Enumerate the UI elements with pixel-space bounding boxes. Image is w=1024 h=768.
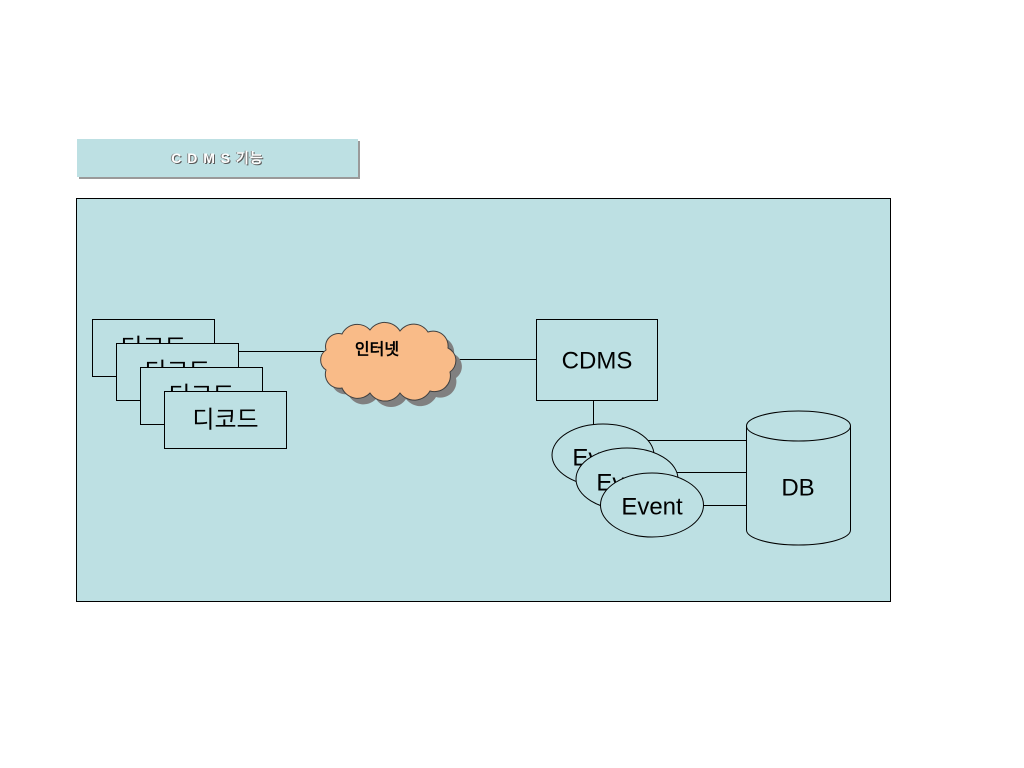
event-ellipse: Event (600, 472, 704, 538)
internet-label: 인터넷 (355, 341, 399, 359)
event-stack: Event Event Event (551, 423, 704, 538)
database-cylinder: DB (746, 410, 851, 546)
cloud-shape (320, 321, 457, 402)
cdms-box: CDMS (536, 319, 658, 401)
decoder-stack: 디코드 디코드 디코드 디코드 (92, 319, 287, 449)
event-label: Event (621, 494, 683, 521)
database-top (746, 410, 851, 442)
decoder-box: 디코드 (164, 391, 287, 449)
decoder-box-frame (164, 391, 287, 449)
slide-title-box: C D M S 기능 (77, 139, 358, 177)
decoder-label: 디코드 (192, 407, 258, 434)
slide-title: C D M S 기능 (171, 150, 264, 166)
event-ellipse-shape (600, 472, 704, 538)
internet-cloud: 인터넷 (320, 321, 462, 408)
database-label: DB (781, 475, 814, 502)
cdms-label: CDMS (562, 348, 633, 375)
cdms-box-frame (536, 319, 658, 401)
database-body (746, 426, 851, 546)
